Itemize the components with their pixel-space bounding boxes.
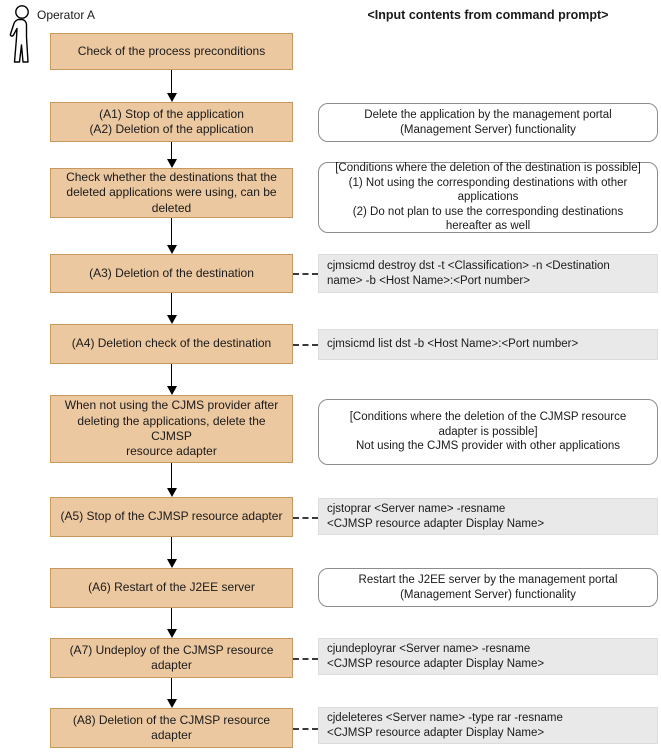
flow-step-label: (A1) Stop of the application (A2) Deleti… xyxy=(89,106,254,136)
command-a5-cjstoprar: cjstoprar <Server name> -resname <CJMSP … xyxy=(318,498,658,535)
command-a8-cjdeleteres: cjdeleteres <Server name> -type rar -res… xyxy=(318,707,658,744)
flow-step-label: (A7) Undeploy of the CJMSP resource adap… xyxy=(69,642,274,672)
command-text: cjdeleteres <Server name> -type rar -res… xyxy=(327,711,563,739)
dashed-connector xyxy=(293,658,318,660)
flow-step-label: When not using the CJMS provider after d… xyxy=(64,398,279,459)
command-a3-destroy-dst: cjmsicmd destroy dst -t <Classification>… xyxy=(318,254,658,293)
annotation-text: Restart the J2EE server by the managemen… xyxy=(358,574,618,601)
flow-step-a6: (A6) Restart of the J2EE server xyxy=(50,568,293,608)
annotation-restart-j2ee: Restart the J2EE server by the managemen… xyxy=(318,568,658,607)
command-a7-cjundeployrar: cjundeployrar <Server name> -resname <CJ… xyxy=(318,638,658,675)
flow-step-preconditions: Check of the process preconditions xyxy=(50,33,293,70)
down-arrow-icon xyxy=(166,608,177,638)
flow-step-label: Check of the process preconditions xyxy=(77,43,266,58)
down-arrow-icon xyxy=(166,70,177,102)
command-text: cjmsicmd list dst -b <Host Name>:<Port n… xyxy=(327,338,579,351)
command-text: cjmsicmd destroy dst -t <Classification>… xyxy=(327,259,610,287)
down-arrow-icon xyxy=(166,293,177,324)
flow-step-check-destinations: Check whether the destinations that the … xyxy=(50,168,293,218)
flow-step-a4: (A4) Deletion check of the destination xyxy=(50,324,293,364)
annotation-cjmsp-conditions: [Conditions where the deletion of the CJ… xyxy=(318,399,658,465)
annotation-delete-application: Delete the application by the management… xyxy=(318,103,658,142)
flow-step-a3: (A3) Deletion of the destination xyxy=(50,254,293,293)
flow-step-label: Check whether the destinations that the … xyxy=(66,169,277,215)
operator-label: Operator A xyxy=(37,8,96,22)
flow-step-label: (A6) Restart of the J2EE server xyxy=(88,580,255,595)
annotation-text: Delete the application by the management… xyxy=(364,109,612,136)
command-a4-list-dst: cjmsicmd list dst -b <Host Name>:<Port n… xyxy=(318,329,658,360)
flow-step-label: (A3) Deletion of the destination xyxy=(89,265,254,280)
down-arrow-icon xyxy=(166,364,177,395)
dashed-connector xyxy=(293,728,318,730)
down-arrow-icon xyxy=(166,142,177,168)
flow-step-a8: (A8) Deletion of the CJMSP resource adap… xyxy=(50,708,293,748)
down-arrow-icon xyxy=(166,537,177,568)
flow-step-label: (A8) Deletion of the CJMSP resource adap… xyxy=(72,712,271,742)
dashed-connector xyxy=(293,517,318,519)
command-text: cjundeployrar <Server name> -resname <CJ… xyxy=(327,642,545,670)
annotation-text: [Conditions where the deletion of the CJ… xyxy=(349,411,627,453)
down-arrow-icon xyxy=(166,218,177,254)
annotation-destination-conditions: [Conditions where the deletion of the de… xyxy=(318,162,658,233)
dashed-connector xyxy=(293,344,318,346)
column-title: <Input contents from command prompt> xyxy=(367,8,609,22)
flow-step-a7: (A7) Undeploy of the CJMSP resource adap… xyxy=(50,638,293,678)
dashed-connector xyxy=(293,273,318,275)
down-arrow-icon xyxy=(166,463,177,497)
flow-step-a5: (A5) Stop of the CJMSP resource adapter xyxy=(50,497,293,537)
flow-step-a1-a2: (A1) Stop of the application (A2) Deleti… xyxy=(50,102,293,142)
down-arrow-icon xyxy=(166,678,177,708)
person-icon xyxy=(9,5,29,63)
command-text: cjstoprar <Server name> -resname <CJMSP … xyxy=(327,502,545,530)
flow-step-label: (A4) Deletion check of the destination xyxy=(71,336,272,351)
flow-step-label: (A5) Stop of the CJMSP resource adapter xyxy=(60,509,283,524)
annotation-text: [Conditions where the deletion of the de… xyxy=(335,162,641,233)
flow-step-delete-cjmsp-decision: When not using the CJMS provider after d… xyxy=(50,395,293,463)
